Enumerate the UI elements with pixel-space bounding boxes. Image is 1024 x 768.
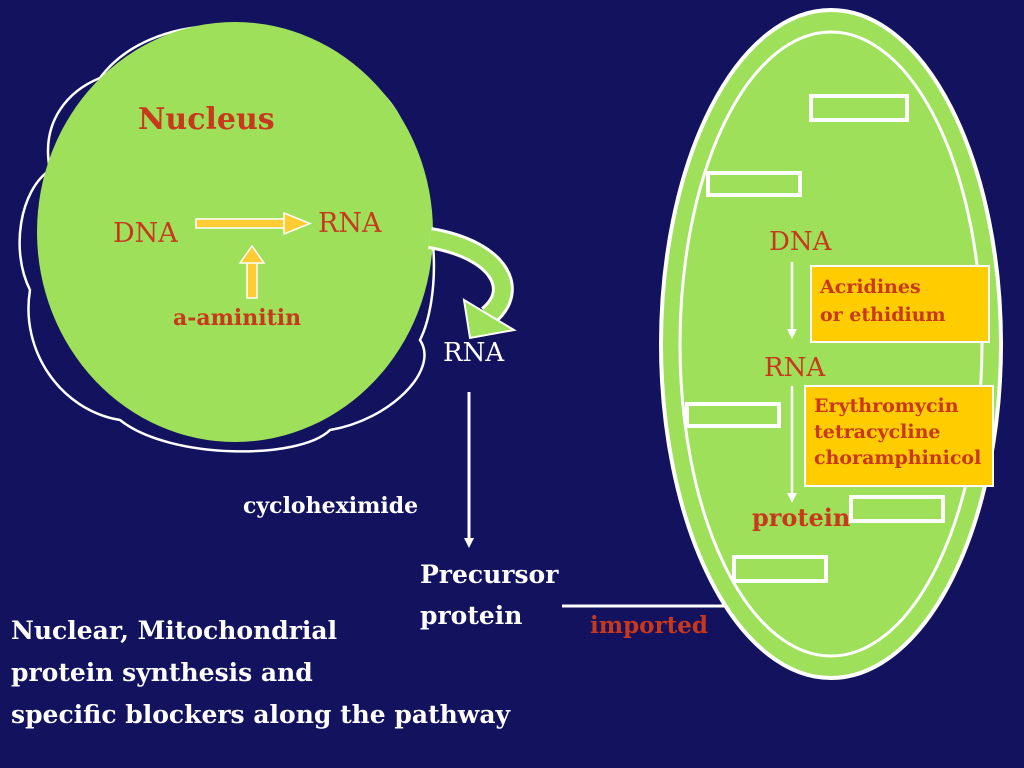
caption-line-1: Nuclear, Mitochondrial	[11, 616, 338, 645]
cristae	[685, 94, 945, 583]
caption-line-2: protein synthesis and	[11, 658, 313, 687]
mito-rna-label: RNA	[764, 353, 826, 383]
caption-line-3: specific blockers along the pathway	[11, 700, 511, 729]
blocker-tetracycline: tetracycline	[814, 421, 941, 443]
imported-label: imported	[590, 612, 708, 639]
rna-export-arrow	[427, 227, 517, 340]
precursor-label-line2: protein	[420, 601, 523, 630]
nucleus-rna-label: RNA	[318, 208, 382, 239]
nucleus-body	[37, 22, 433, 442]
cytoplasm-rna-label: RNA	[443, 338, 505, 368]
mito-protein-label: protein	[752, 503, 851, 532]
precursor-label-line1: Precursor	[420, 560, 559, 589]
blocker-erythromycin: Erythromycin	[814, 395, 959, 417]
nucleus-dna-label: DNA	[113, 218, 178, 249]
blocker-acridines: Acridines	[820, 276, 921, 298]
transcription-blockers-box: Acridines or ethidium	[810, 265, 990, 343]
aminitin-block-arrow	[238, 244, 266, 299]
translation-blockers-box: Erythromycin tetracycline choramphinicol	[804, 385, 994, 487]
cycloheximide-label: cycloheximide	[243, 493, 419, 519]
mito-dna-label: DNA	[769, 227, 832, 257]
dna-to-rna-arrow	[195, 211, 313, 236]
aminitin-label: a-aminitin	[173, 305, 302, 331]
blocker-choramphinicol: choramphinicol	[814, 447, 982, 469]
nucleus-title: Nucleus	[138, 102, 275, 137]
mitochondrion-inner-membrane	[678, 30, 984, 658]
blocker-ethidium: or ethidium	[820, 304, 946, 326]
